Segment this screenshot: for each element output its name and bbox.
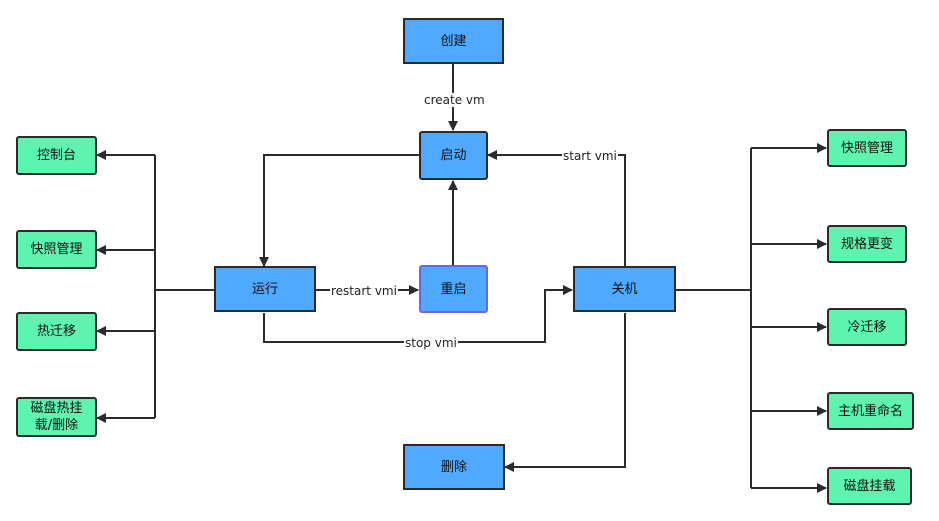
node-cold-migrate: 冷迁移: [827, 308, 907, 346]
node-shutdown: 关机: [573, 266, 676, 312]
node-console: 控制台: [16, 136, 97, 175]
edge-label-restart-vmi: restart vmi: [330, 284, 398, 298]
node-rename: 主机重命名: [827, 392, 914, 430]
node-disk-hotplug: 磁盘热挂载/删除: [16, 397, 97, 437]
edge-running-shutdown: [263, 285, 573, 343]
node-running: 运行: [214, 266, 316, 312]
right-bus: [676, 148, 752, 488]
edge-shutdown-start: [487, 150, 626, 266]
node-start: 启动: [419, 131, 488, 180]
node-snapshot-left: 快照管理: [16, 230, 97, 269]
node-create: 创建: [403, 18, 504, 64]
node-snapshot-right: 快照管理: [827, 129, 907, 167]
node-resize: 规格更变: [827, 225, 907, 263]
edge-label-create-vm: create vm: [423, 93, 486, 107]
left-bus: [154, 155, 214, 418]
node-restart: 重启: [419, 265, 488, 313]
node-delete: 删除: [403, 444, 505, 490]
edge-label-stop-vmi: stop vmi: [404, 336, 458, 350]
node-live-migrate: 热迁移: [16, 312, 97, 351]
edge-label-start-vmi: start vmi: [562, 149, 618, 163]
edge-start-running: [259, 154, 420, 267]
node-disk-mount: 磁盘挂载: [827, 467, 912, 505]
edge-shutdown-delete: [504, 313, 626, 472]
